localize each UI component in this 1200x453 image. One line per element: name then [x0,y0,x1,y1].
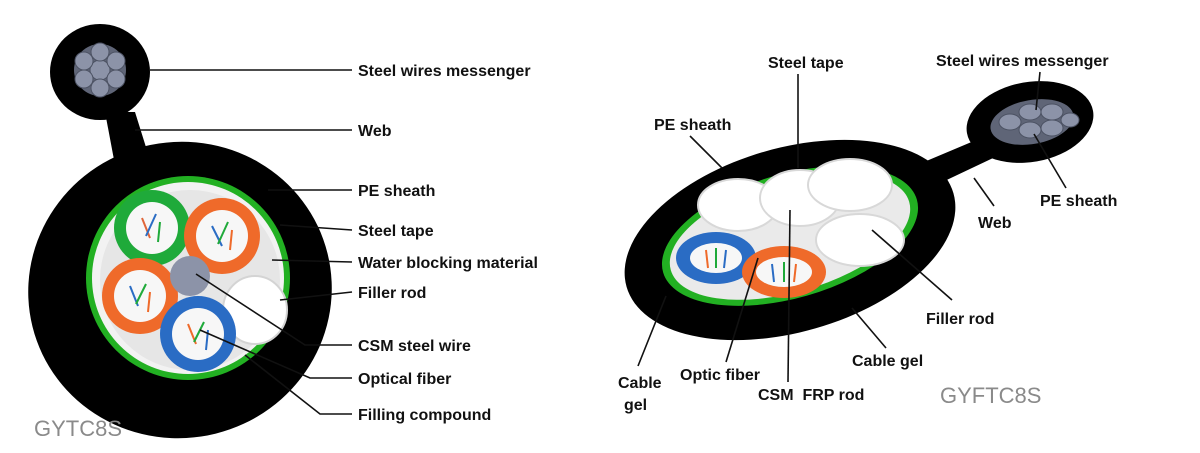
left-tube-green [114,190,190,266]
label-water-blocking-material: Water blocking material [358,255,538,272]
left-labels: Steel wires messenger Web PE sheath Stee… [34,63,538,441]
label-steel-tape: Steel tape [358,223,434,240]
right-model-name: GYFTC8S [940,383,1041,408]
label-right-pe-sheath-left: PE sheath [654,117,731,134]
left-tube-orange-top [184,198,260,274]
left-messenger-wires [74,42,126,98]
label-right-optic-fiber: Optic fiber [680,367,760,384]
left-cable-illustration [28,24,332,439]
label-right-filler-rod: Filler rod [926,311,994,328]
label-right-cable-gel: Cable gel [852,353,923,370]
label-web: Web [358,123,392,140]
right-labels: Steel tape Steel wires messenger PE shea… [618,53,1117,414]
left-csm-steel-wire [170,256,210,296]
left-leader-lines [135,69,353,415]
label-right-steel-wires-messenger: Steel wires messenger [936,53,1109,70]
label-csm-steel-wire: CSM steel wire [358,338,471,355]
label-steel-wires-messenger: Steel wires messenger [358,63,531,80]
label-filler-rod: Filler rod [358,285,426,302]
label-filling-compound: Filling compound [358,407,491,424]
right-tube-orange [742,246,826,298]
label-pe-sheath: PE sheath [358,183,435,200]
label-right-steel-tape: Steel tape [768,55,844,72]
right-filler-rods [697,158,905,267]
label-optical-fiber: Optical fiber [358,371,451,388]
label-right-pe-sheath-right: PE sheath [1040,193,1117,210]
right-tube-blue [676,232,756,284]
label-right-cable-gel-left-line1: Cable [618,375,662,392]
left-tube-orange-bottom [102,258,178,334]
label-right-csm-frp-rod: CSM FRP rod [758,387,864,404]
right-messenger-wires [990,99,1080,145]
right-leader-lines [637,71,1067,383]
label-right-cable-gel-left-line2: gel [624,397,647,414]
label-right-web: Web [978,215,1012,232]
left-tube-blue [160,296,236,372]
left-model-name: GYTC8S [34,416,122,441]
